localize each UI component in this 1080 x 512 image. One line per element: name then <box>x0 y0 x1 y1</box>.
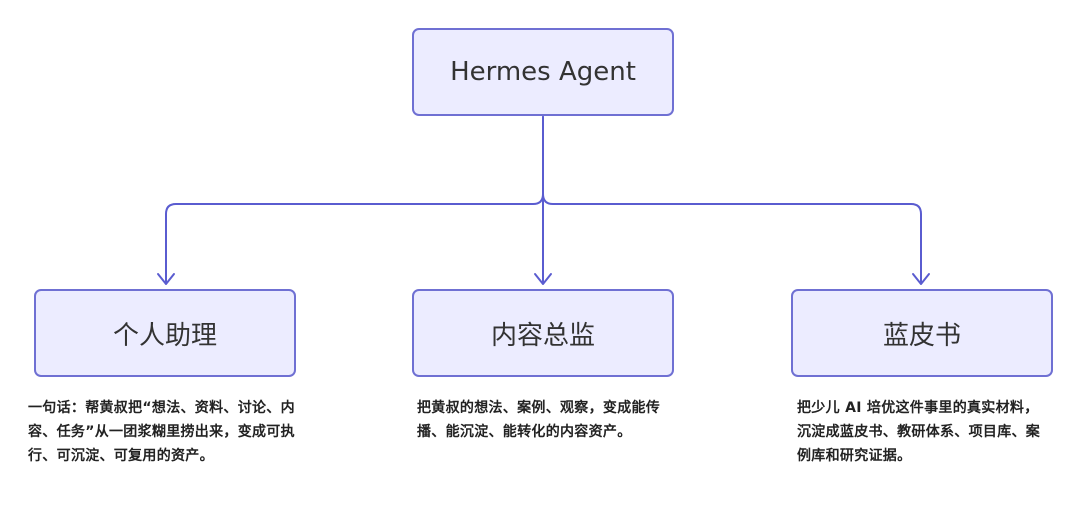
node-blue-book-label: 蓝皮书 <box>882 320 961 351</box>
arrowhead-personal-assistant <box>157 273 175 285</box>
arrowhead-content-director <box>534 273 552 285</box>
description-personal-assistant: 一句话：帮黄叔把“想法、资料、讨论、内容、任务”从一团浆糊里捞出来，变成可执行、… <box>28 400 295 464</box>
root-node-hermes-agent: Hermes Agent <box>412 28 674 116</box>
description-content-director: 把黄叔的想法、案例、观察，变成能传播、能沉淀、能转化的内容资产。 <box>417 400 661 440</box>
node-content-director-label: 内容总监 <box>490 320 595 351</box>
arrowhead-blue-book <box>912 273 930 285</box>
connector-to-personal-assistant <box>165 116 544 284</box>
node-personal-assistant-label: 个人助理 <box>112 320 217 351</box>
connector-to-blue-book <box>542 116 922 284</box>
root-node-label: Hermes Agent <box>450 57 636 87</box>
node-blue-book: 蓝皮书 <box>791 289 1053 377</box>
node-personal-assistant: 个人助理 <box>34 289 296 377</box>
node-content-director: 内容总监 <box>412 289 674 377</box>
description-blue-book: 把少儿 AI 培优这件事里的真实材料，沉淀成蓝皮书、教研体系、项目库、案例库和研… <box>797 400 1041 464</box>
